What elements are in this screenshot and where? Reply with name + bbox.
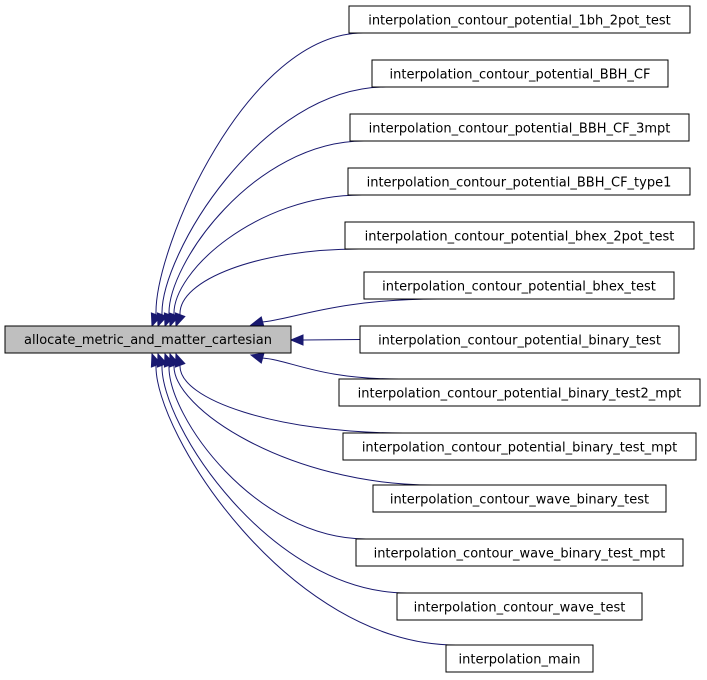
call-edge xyxy=(155,32,364,316)
caller-node[interactable]: interpolation_main xyxy=(445,644,594,673)
caller-node-label: interpolation_contour_wave_binary_test_m… xyxy=(374,547,666,562)
caller-node-label: interpolation_contour_potential_BBH_CF_3… xyxy=(369,122,671,137)
caller-node-box xyxy=(348,5,691,34)
call-edge xyxy=(173,364,434,486)
caller-node-label: interpolation_contour_potential_binary_t… xyxy=(362,441,677,456)
call-edge xyxy=(155,364,457,646)
call-edge xyxy=(261,357,400,380)
caller-node[interactable]: interpolation_contour_potential_binary_t… xyxy=(342,432,697,461)
caller-node-label: interpolation_contour_potential_bhex_2po… xyxy=(365,230,675,245)
caller-node-label: interpolation_main xyxy=(459,653,581,668)
call-edge xyxy=(173,194,363,316)
arrow-head-icon xyxy=(150,352,162,368)
caller-node[interactable]: interpolation_contour_wave_binary_test_m… xyxy=(355,538,684,567)
caller-node-box xyxy=(349,113,690,142)
caller-node-box xyxy=(347,167,691,196)
edges-layer xyxy=(150,32,457,646)
caller-node-box xyxy=(338,378,701,407)
caller-node[interactable]: interpolation_contour_potential_1bh_2pot… xyxy=(348,5,691,34)
call-edge xyxy=(161,86,387,316)
caller-node-label: interpolation_contour_potential_binary_t… xyxy=(378,334,661,349)
caller-node-label: interpolation_contour_potential_BBH_CF_t… xyxy=(367,176,672,191)
caller-node-box xyxy=(445,644,594,673)
caller-node-box xyxy=(371,59,669,88)
caller-node-box xyxy=(344,221,695,250)
caller-node-box xyxy=(342,432,697,461)
caller-node[interactable]: interpolation_contour_potential_binary_t… xyxy=(338,378,701,407)
call-edge xyxy=(168,140,365,316)
caller-node[interactable]: interpolation_contour_wave_test xyxy=(396,592,643,621)
caller-node[interactable]: interpolation_contour_potential_BBH_CF_t… xyxy=(347,167,691,196)
caller-node[interactable]: interpolation_contour_potential_bhex_2po… xyxy=(344,221,695,250)
arrow-head-icon xyxy=(289,334,304,346)
caller-node-label: interpolation_contour_wave_binary_test xyxy=(390,493,649,508)
call-edge xyxy=(179,364,404,434)
caller-node-box xyxy=(363,271,675,300)
caller-node[interactable]: interpolation_contour_wave_binary_test xyxy=(372,484,667,513)
caller-node-label: interpolation_contour_wave_test xyxy=(414,601,626,616)
call-edge xyxy=(261,298,439,323)
caller-node[interactable]: interpolation_contour_potential_BBH_CF xyxy=(371,59,669,88)
root-node-box xyxy=(4,325,292,354)
arrow-head-icon xyxy=(174,312,186,328)
caller-node-label: interpolation_contour_potential_bhex_tes… xyxy=(382,280,656,295)
arrow-head-icon xyxy=(174,352,186,368)
caller-node[interactable]: interpolation_contour_potential_binary_t… xyxy=(359,325,680,354)
arrow-head-icon xyxy=(249,316,265,328)
root-node[interactable]: allocate_metric_and_matter_cartesian xyxy=(4,325,292,354)
arrow-head-icon xyxy=(249,352,265,364)
caller-node-box xyxy=(355,538,684,567)
caller-node-box xyxy=(359,325,680,354)
caller-node-label: interpolation_contour_potential_binary_t… xyxy=(358,387,682,402)
nodes-layer: allocate_metric_and_matter_cartesian int… xyxy=(4,5,701,673)
call-edge xyxy=(168,364,367,540)
caller-node-label: interpolation_contour_potential_BBH_CF xyxy=(390,68,651,83)
caller-node-box xyxy=(396,592,643,621)
caller-node[interactable]: interpolation_contour_potential_bhex_tes… xyxy=(363,271,675,300)
call-edge xyxy=(161,364,408,594)
call-edge xyxy=(179,248,360,316)
caller-node-box xyxy=(372,484,667,513)
call-edge xyxy=(302,339,361,341)
root-node-label: allocate_metric_and_matter_cartesian xyxy=(24,333,272,348)
caller-node[interactable]: interpolation_contour_potential_BBH_CF_3… xyxy=(349,113,690,142)
caller-node-label: interpolation_contour_potential_1bh_2pot… xyxy=(368,14,671,29)
